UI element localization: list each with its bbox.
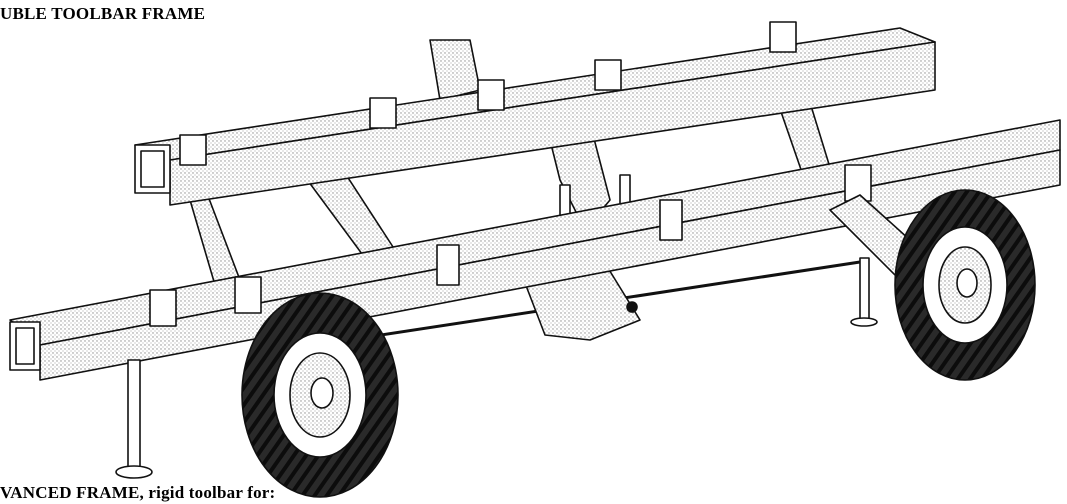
front-stand-left <box>115 359 153 479</box>
wheel-left <box>241 292 399 498</box>
rear-beam-clamps <box>179 21 797 166</box>
rear-stand-right <box>850 257 878 327</box>
caption-bottom: VANCED FRAME, rigid toolbar for: <box>0 483 276 502</box>
rear-toolbar-beam <box>134 27 936 206</box>
front-beam-clamps <box>149 164 872 327</box>
wheel-right <box>894 189 1036 381</box>
caption-top: UBLE TOOLBAR FRAME <box>0 4 206 23</box>
